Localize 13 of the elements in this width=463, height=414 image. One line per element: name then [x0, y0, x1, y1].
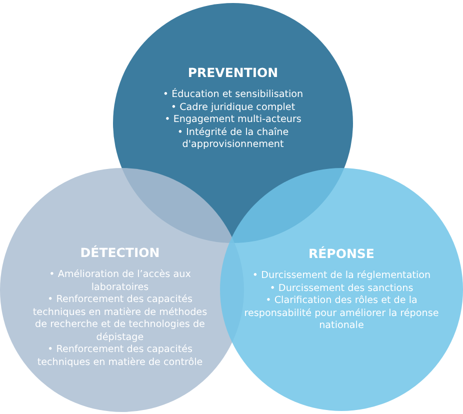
bullet-item: • Cadre juridique complet: [170, 102, 296, 114]
bullet-item: • Renforcement des capacités techniques en matière de méthodes de recherche et de technologies de dépistage: [32, 294, 208, 344]
circle-heading: DÉTECTION: [79, 245, 161, 260]
bullet-item: • Amélioration de l’accès aux laboratoires: [48, 269, 192, 294]
bullet-item: • Durcissement de la réglementation: [251, 270, 432, 282]
bullet-item: • Éducation et sensibilisation: [162, 89, 304, 102]
bullet-item: • Clarification des rôles et de la responsabilité pour améliorer la réponse nationale: [243, 295, 440, 332]
bullet-item: • Durcissement des sanctions: [268, 282, 414, 295]
circle-heading: RÉPONSE: [308, 246, 376, 261]
bullet-item: • Engagement multi-acteurs: [164, 114, 302, 126]
bullet-item: • Renforcement des capacités techniques en matière de contrôle: [36, 344, 204, 369]
bullet-item: • Intégrité de la chaîne d'approvisionnement: [176, 126, 290, 152]
circle-heading: PREVENTION: [186, 65, 280, 80]
